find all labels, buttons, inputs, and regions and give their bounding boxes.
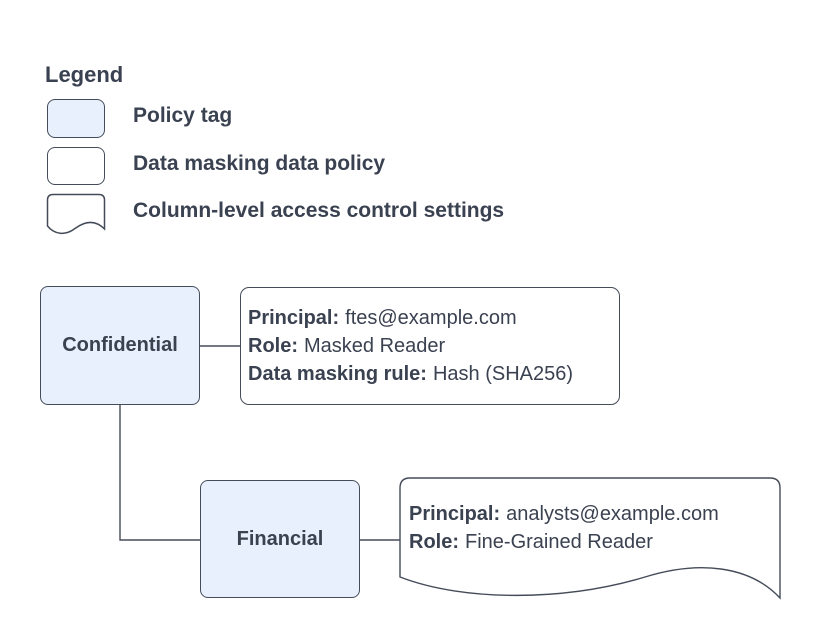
access-field-role-label: Role:	[409, 531, 459, 553]
access-field-role-value: Fine-Grained Reader	[465, 531, 653, 553]
policy-field-principal-label: Principal:	[248, 307, 340, 329]
legend-item-column-access-settings: Column-level access control settings	[133, 199, 505, 222]
connector-confidential-to-financial	[119, 405, 200, 541]
data-masking-policy-box: Principal:ftes@example.com Role: Masked R…	[240, 287, 620, 405]
access-field-principal: Principal:analysts@example.com	[409, 500, 719, 528]
access-field-principal-label: Principal:	[409, 503, 501, 525]
policy-field-principal-value: ftes@example.com	[345, 307, 517, 329]
legend-title: Legend	[45, 62, 124, 87]
policy-tag-financial: Financial	[200, 480, 360, 598]
legend-policy-tag-swatch	[47, 99, 105, 138]
policy-field-masking-rule-label: Data masking rule:	[248, 363, 427, 385]
column-access-settings-shape	[399, 477, 781, 600]
legend-item-data-masking-policy: Data masking data policy	[133, 152, 386, 175]
policy-field-masking-rule-value: Hash (SHA256)	[432, 363, 574, 385]
column-access-settings-text: Principal:analysts@example.com Role: Fine…	[409, 500, 719, 556]
policy-field-masking-rule: Data masking rule:Hash (SHA256)	[248, 360, 619, 388]
policy-tag-financial-label: Financial	[236, 527, 324, 550]
legend-document-shape-icon	[46, 193, 106, 234]
legend-item-policy-tag: Policy tag	[133, 104, 233, 127]
access-field-principal-value: analysts@example.com	[506, 503, 719, 525]
policy-field-role-label: Role:	[248, 335, 298, 357]
policy-field-role-value: Masked Reader	[304, 335, 446, 357]
policy-field-role: Role: Masked Reader	[248, 332, 619, 360]
policy-tag-confidential-label: Confidential	[62, 334, 178, 356]
access-field-role: Role: Fine-Grained Reader	[409, 528, 719, 556]
policy-tag-confidential: Confidential	[40, 286, 200, 405]
legend-data-policy-swatch	[47, 147, 105, 185]
policy-field-principal: Principal:ftes@example.com	[248, 304, 619, 332]
